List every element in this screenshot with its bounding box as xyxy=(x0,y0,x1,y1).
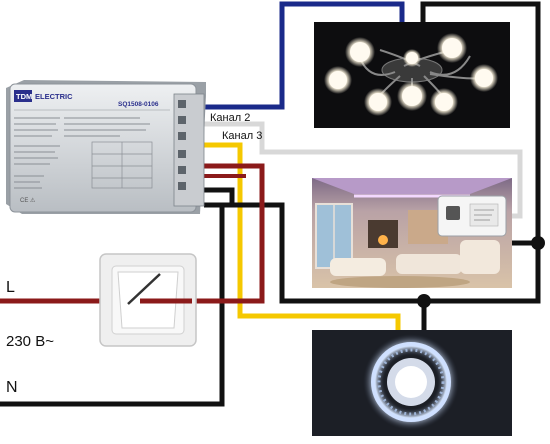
wires xyxy=(0,1,545,407)
line-label: L xyxy=(6,279,15,296)
brand-logo xyxy=(14,90,32,102)
channel-1-wire xyxy=(204,1,405,110)
room-led-strip-icon xyxy=(312,178,512,288)
neutral-bus-upper xyxy=(282,1,541,304)
junction-dot xyxy=(417,294,431,308)
channel-2-wire xyxy=(204,121,523,219)
led-driver-icon xyxy=(437,195,507,237)
voltage-label: 230 В~ xyxy=(6,333,54,350)
junction-dot xyxy=(531,236,545,250)
neutral-wire xyxy=(0,202,225,407)
led-spotlight-icon xyxy=(312,330,512,436)
svg-text:CE ⚠: CE ⚠ xyxy=(20,197,36,204)
channel-3-label: Канал 3 xyxy=(222,130,262,142)
brand-suffix: ELECTRIC xyxy=(35,92,73,101)
channel-labels: Канал 1 Канал 2 Канал 3 xyxy=(210,92,262,142)
controller-unit: TDM ELECTRIC SQ1508-0106 CE ⚠ xyxy=(6,80,206,214)
brand-name: TDM xyxy=(16,92,32,101)
channel-1-label: Канал 1 xyxy=(210,92,250,104)
neutral-to-controller xyxy=(204,187,235,205)
channel-2-label: Канал 2 xyxy=(210,112,250,124)
channel-3-wire xyxy=(200,142,401,330)
controller-model: SQ1508-0106 xyxy=(118,101,159,108)
neutral-label: N xyxy=(6,379,18,396)
line-wire-out xyxy=(192,163,265,304)
chandelier-icon xyxy=(314,22,510,128)
wall-switch-icon xyxy=(99,253,197,347)
